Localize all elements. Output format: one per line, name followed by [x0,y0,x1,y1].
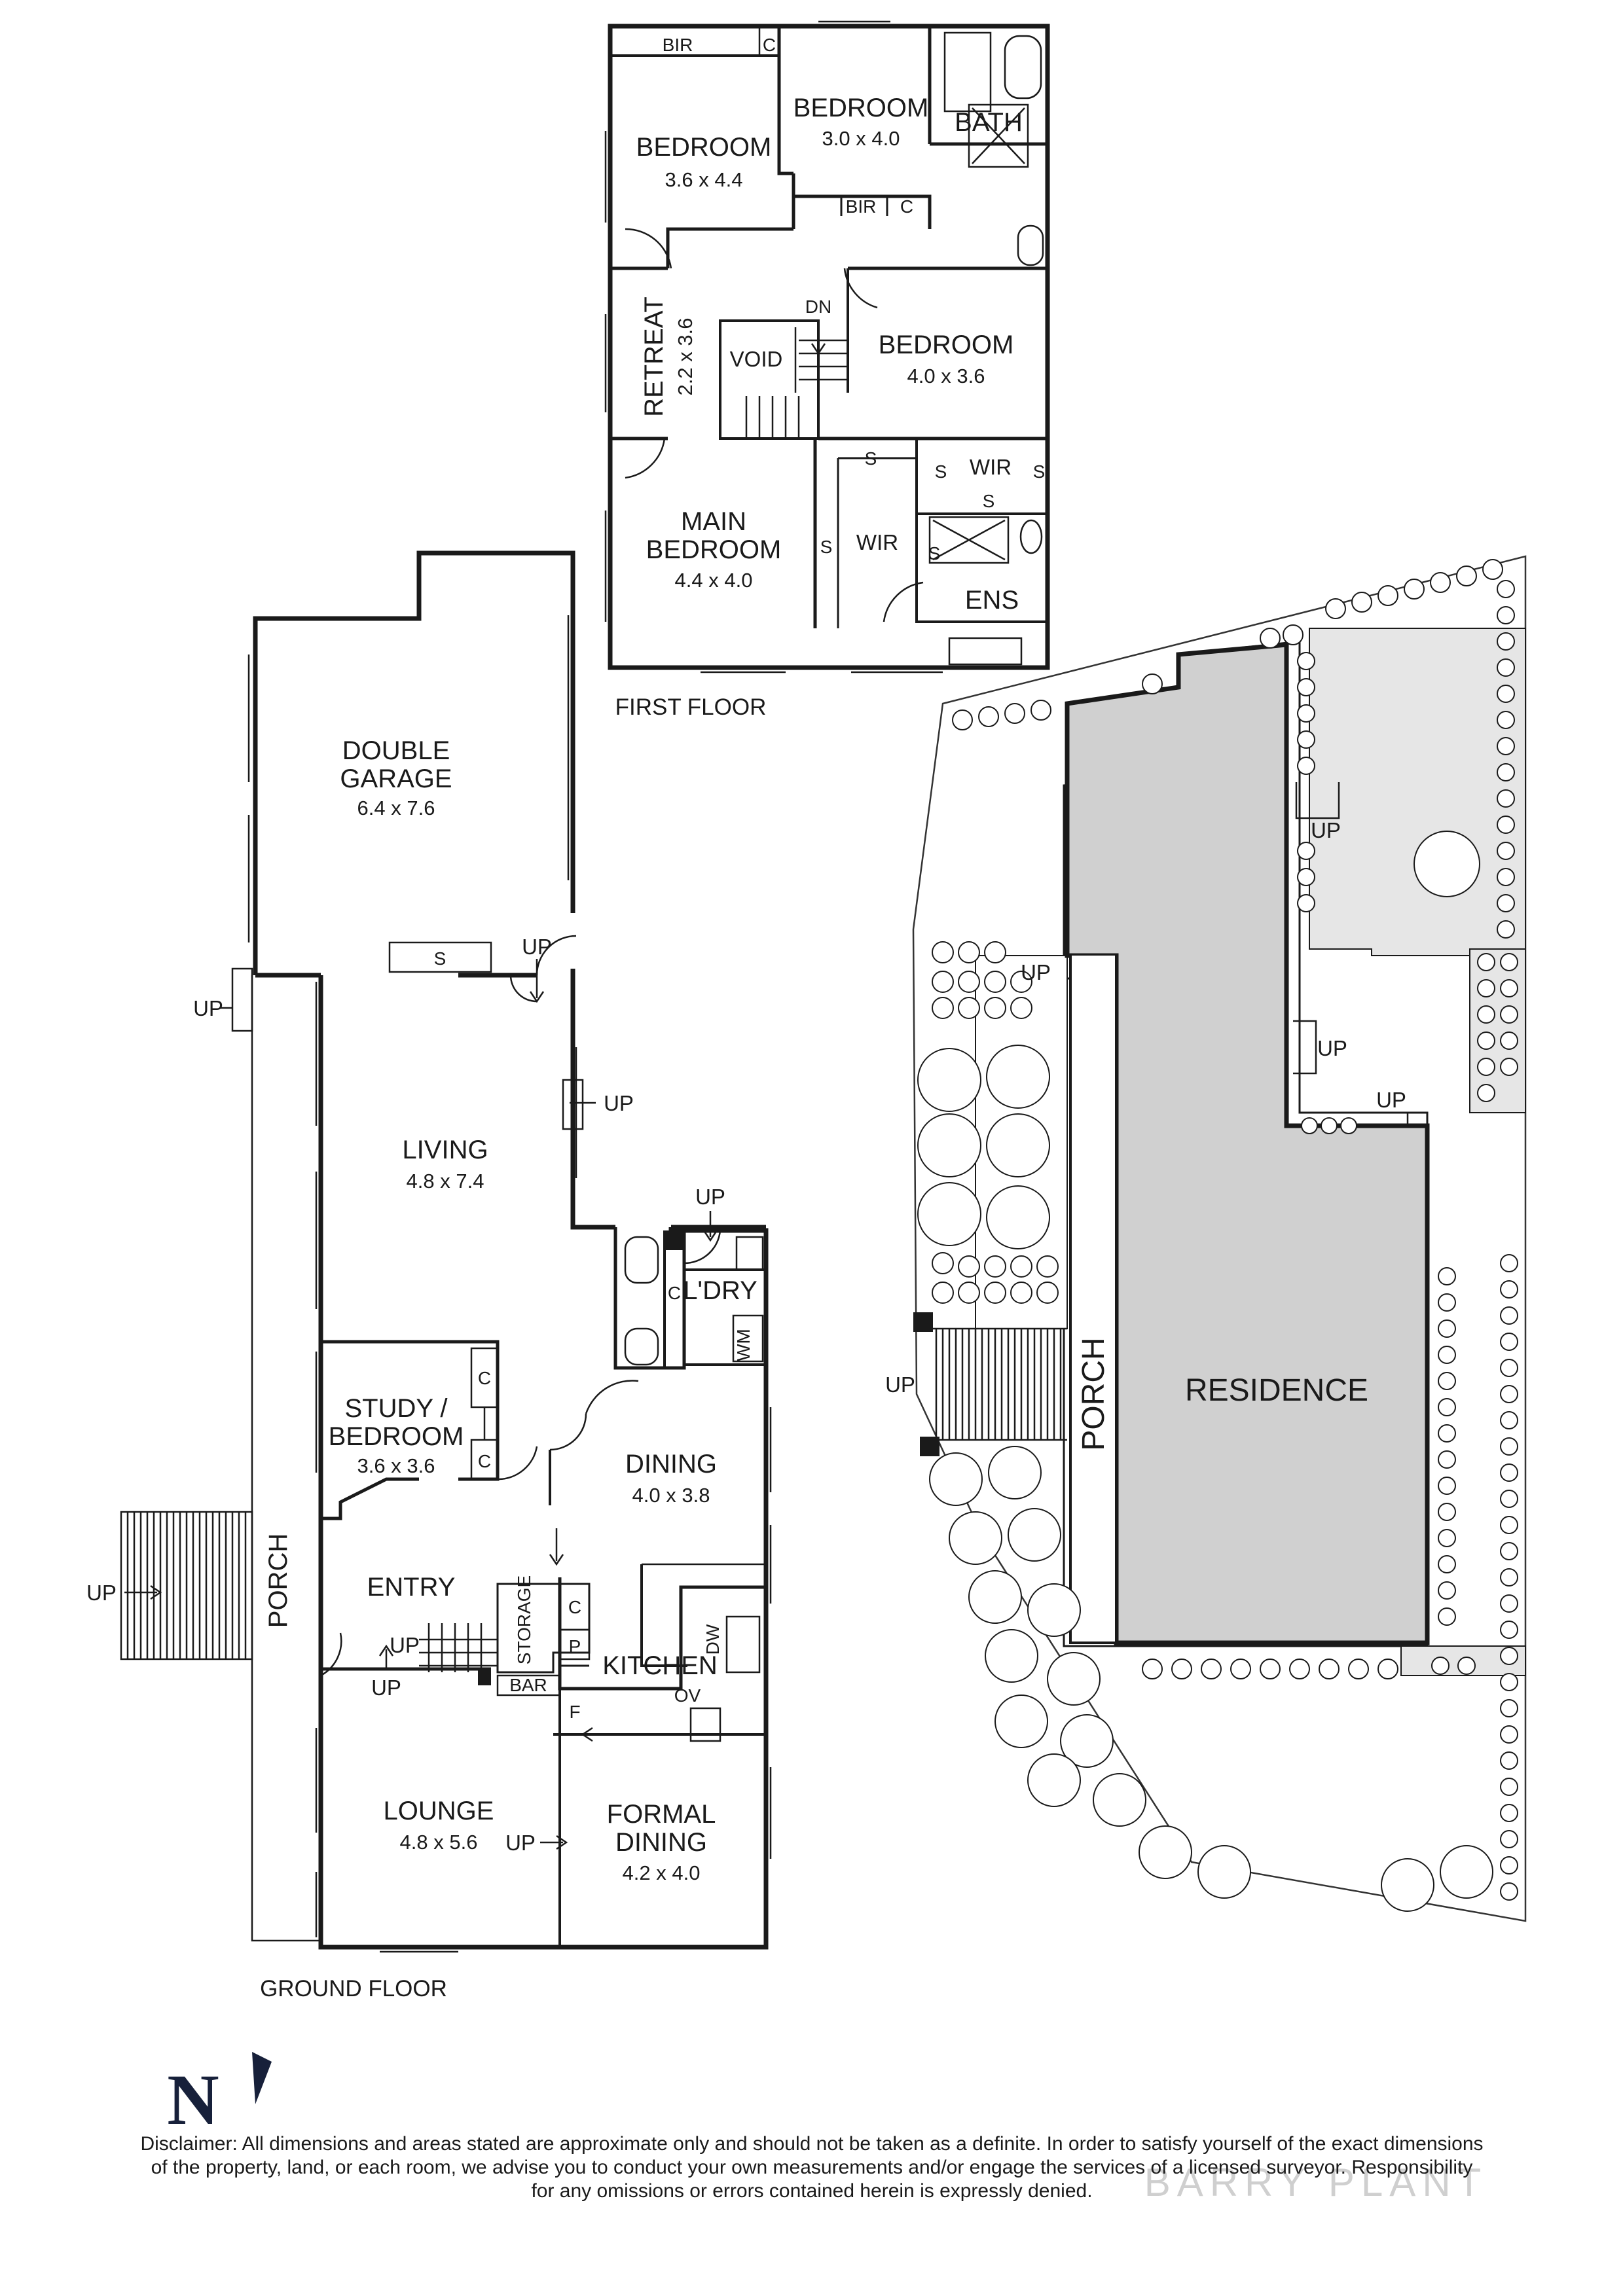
ff-wir1-label: WIR [856,530,898,554]
gf-entry-label: ENTRY [367,1573,456,1602]
ff-s-label-1: S [865,448,877,469]
gf-garage-name2: GARAGE [340,764,452,793]
gf-living-dims: 4.8 x 7.4 [407,1170,484,1193]
gf-study-dims: 3.6 x 3.6 [357,1454,435,1477]
north-arrow: N [167,2052,272,2140]
ff-main-bedroom-name1: MAIN [681,507,746,536]
gf-kitchen-p: P [569,1636,581,1657]
gf-deck-steps [126,1512,247,1659]
gf-formal-name2: DINING [615,1828,707,1857]
ff-s-label-6: S [928,543,941,564]
gf-storage-label: STORAGE [514,1575,534,1664]
ff-s-label-3: S [935,461,947,482]
gf-up-porch-side: UP [193,996,223,1020]
gf-formal-name1: FORMAL [607,1800,716,1829]
gf-study-name1: STUDY / [344,1394,448,1423]
gf-lounge-name: LOUNGE [384,1797,494,1825]
north-letter: N [167,2060,219,2140]
site-up-1: UP [1021,960,1051,984]
disclaimer-line-3: for any omissions or errors contained he… [531,2180,1093,2202]
disclaimer-line-1: Disclaimer: All dimensions and areas sta… [140,2133,1484,2155]
gf-bar-label: BAR [509,1675,547,1695]
gf-up-entry-2: UP [371,1676,401,1700]
ff-s-label-2: S [820,537,833,557]
gf-up-entry-1: UP [390,1633,420,1657]
gf-garage-s-label: S [434,948,447,969]
ff-bedroom1-dims: 3.6 x 4.4 [665,168,743,191]
ff-bir2-label: BIR [846,196,877,217]
ff-dn-label: DN [805,296,831,317]
ground-floor-title: GROUND FLOOR [260,1976,447,2001]
gf-study-c2: C [478,1451,491,1471]
gf-dining-dims: 4.0 x 3.8 [632,1484,710,1507]
site-steps [930,1327,1067,1441]
gf-garage-dims: 6.4 x 7.6 [357,797,435,819]
ff-retreat-name: RETREAT [640,296,668,417]
first-floor-title: FIRST FLOOR [615,694,767,720]
ff-s-label-4: S [1033,461,1046,482]
disclaimer: Disclaimer: All dimensions and areas sta… [72,2132,1552,2203]
ff-bedroom2-dims: 3.0 x 4.0 [822,127,900,150]
gf-laundry-label: L'DRY [683,1276,757,1305]
ff-c2-label: C [900,196,913,217]
gf-wm-label: WM [733,1329,754,1361]
gf-porch-label: PORCH [264,1534,293,1628]
ff-main-bedroom-name2: BEDROOM [646,535,782,564]
gf-laundry-c: C [668,1283,681,1303]
gf-study-c1: C [478,1368,491,1388]
gf-kitchen-label: KITCHEN [602,1651,718,1680]
site-porch-label: PORCH [1076,1337,1111,1450]
site-residence-label: RESIDENCE [1185,1373,1368,1408]
site-up-2: UP [1311,818,1341,842]
site-plan: UP UP UP UP UP PORCH RESIDENCE [885,555,1527,1922]
ff-void-label: VOID [730,347,783,371]
disclaimer-line-2: of the property, land, or each room, we … [151,2157,1473,2178]
ff-retreat-dims: 2.2 x 3.6 [674,318,697,396]
ground-floor-plan: S [86,550,772,2001]
gf-ov-label: OV [674,1685,701,1706]
watermark: BARRY PLANT [1144,2161,1488,2204]
site-up-5: UP [885,1372,915,1397]
gf-living-name: LIVING [402,1136,488,1164]
first-floor-plan: BIR C BEDROOM 3.6 x 4.4 BEDROOM 3.0 x 4.… [604,20,1050,720]
gf-study-name2: BEDROOM [329,1422,464,1451]
gf-up-laundry: UP [695,1185,725,1209]
ff-bedroom2-name: BEDROOM [793,94,929,122]
ff-bedroom1-name: BEDROOM [636,133,772,162]
gf-dw-label: DW [702,1624,723,1655]
site-trees [917,559,1518,1912]
ff-wir2-label: WIR [970,455,1012,479]
ff-bath-label: BATH [955,108,1023,137]
gf-up-deck: UP [86,1581,117,1605]
gf-dining-name: DINING [625,1450,717,1479]
gf-lounge-dims: 4.8 x 5.6 [400,1831,478,1854]
gf-garage-name1: DOUBLE [342,736,450,765]
gf-up-formal: UP [505,1831,536,1855]
site-up-4: UP [1376,1088,1406,1112]
ff-ens-label: ENS [965,586,1019,615]
ff-c-label: C [763,35,776,55]
gf-kitchen-c: C [568,1597,581,1617]
gf-kitchen-f: F [569,1702,580,1722]
site-up-3: UP [1317,1036,1347,1060]
ff-main-bedroom-dims: 4.4 x 4.0 [675,569,753,592]
ff-s-label-5: S [983,491,995,511]
gf-up-garage: UP [522,935,552,959]
ff-bedroom3-name: BEDROOM [879,331,1014,359]
ff-bedroom3-dims: 4.0 x 3.6 [907,365,985,387]
ff-bir1-label: BIR [663,35,693,55]
gf-up-living: UP [604,1091,634,1115]
gf-formal-dims: 4.2 x 4.0 [623,1861,701,1884]
